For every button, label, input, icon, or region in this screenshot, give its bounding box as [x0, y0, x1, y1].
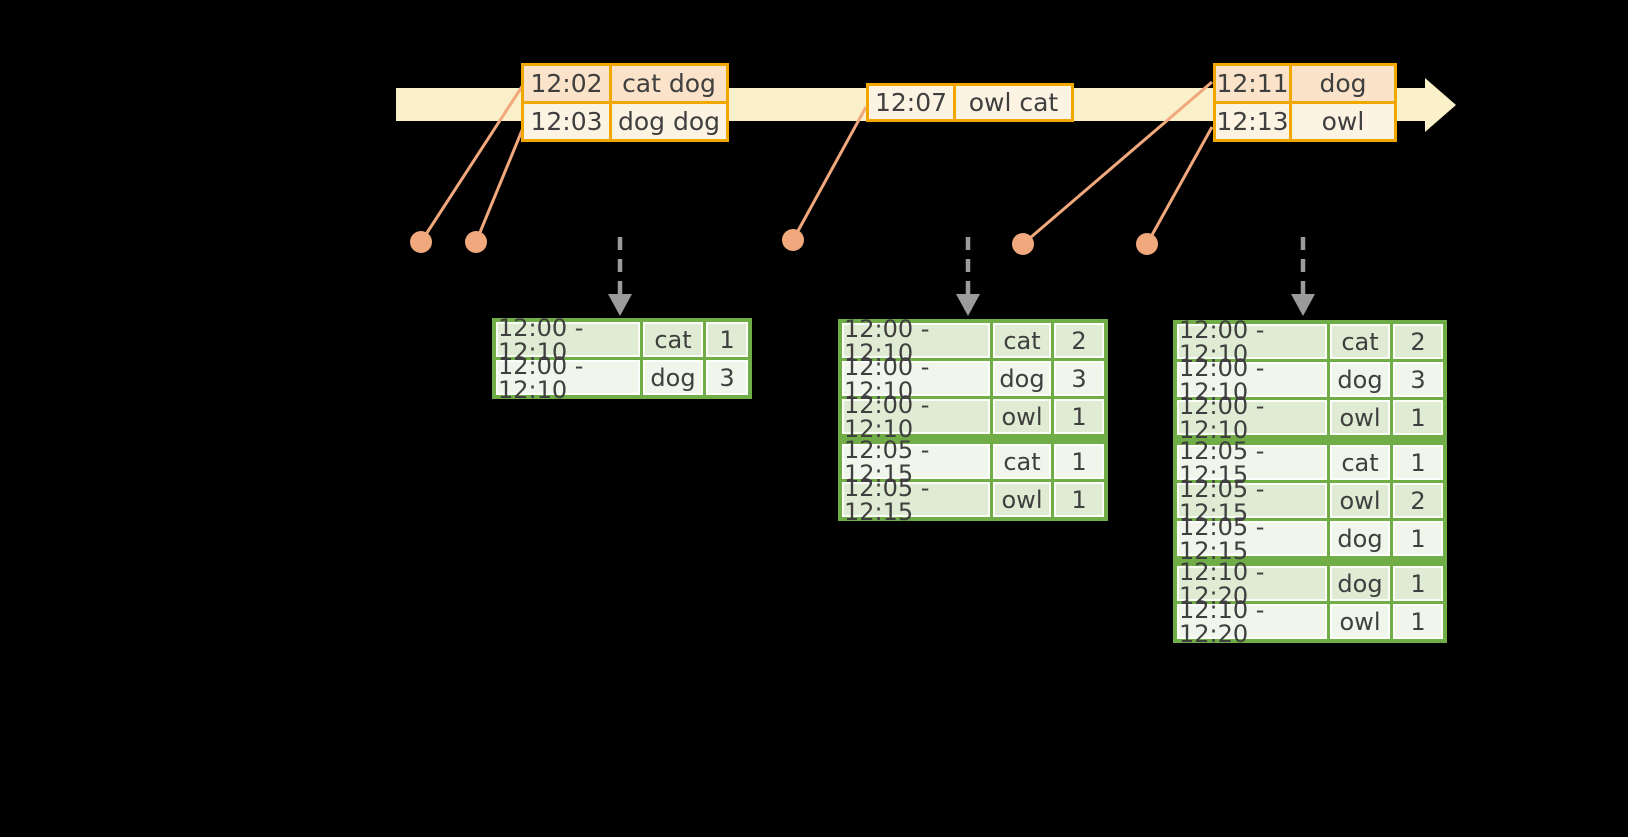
count-cell: 1 [1393, 566, 1443, 601]
result-row: 12:00 - 12:10 dog 3 [496, 354, 748, 402]
event-time-cell: 12:03 [524, 104, 609, 139]
word-cell: dog [1330, 566, 1390, 601]
count-cell: 3 [1054, 361, 1104, 396]
result-row: 12:00 - 12:10 cat 1 [496, 316, 748, 364]
event-table-2: 12:07 owl cat [866, 83, 1074, 122]
result-row: 12:05 - 12:15 owl 2 [1177, 477, 1443, 525]
word-cell: cat [643, 322, 703, 357]
count-cell: 1 [706, 322, 748, 357]
down-arrow-icon [1291, 294, 1315, 316]
word-cell: cat [1330, 445, 1390, 480]
window-cell: 12:05 - 12:15 [1177, 515, 1327, 563]
word-cell: dog [1330, 362, 1390, 397]
word-cell: dog [643, 360, 703, 395]
result-row: 12:00 - 12:10 dog 3 [1177, 356, 1443, 404]
window-cell: 12:00 - 12:10 [496, 354, 640, 402]
count-cell: 2 [1054, 323, 1104, 358]
window-cell: 12:10 - 12:20 [1177, 598, 1327, 646]
event-table-3: 12:11 dog 12:13 owl [1213, 63, 1397, 142]
down-arrow-icon [608, 294, 632, 316]
event-time-cell: 12:11 [1216, 66, 1289, 101]
word-cell: dog [1330, 521, 1390, 556]
event-row: 12:03 dog dog [524, 104, 726, 139]
window-cell: 12:00 - 12:10 [842, 355, 990, 403]
event-dot [782, 229, 804, 251]
event-time-cell: 12:07 [869, 86, 953, 119]
count-cell: 2 [1393, 483, 1443, 518]
word-cell: cat [993, 444, 1051, 479]
count-cell: 1 [1393, 521, 1443, 556]
timeline-arrowhead-icon [1425, 78, 1456, 132]
result-table-1: 12:00 - 12:10 cat 1 12:00 - 12:10 dog 3 [492, 316, 752, 402]
event-row: 12:13 owl [1216, 104, 1394, 139]
result-row: 12:00 - 12:10 owl 1 [842, 393, 1104, 441]
result-row: 12:00 - 12:10 owl 1 [1177, 394, 1443, 442]
event-dot [1012, 233, 1034, 255]
window-cell: 12:00 - 12:10 [1177, 394, 1327, 442]
window-cell: 12:05 - 12:15 [1177, 477, 1327, 525]
count-cell: 1 [1054, 444, 1104, 479]
event-words-cell: owl cat [956, 86, 1071, 119]
window-cell: 12:00 - 12:10 [1177, 318, 1327, 366]
result-table-2: 12:00 - 12:10 cat 2 12:00 - 12:10 dog 3 … [838, 317, 1108, 524]
event-table-1: 12:02 cat dog 12:03 dog dog [521, 63, 729, 142]
result-row: 12:00 - 12:10 cat 2 [1177, 318, 1443, 366]
result-table-3: 12:00 - 12:10 cat 2 12:00 - 12:10 dog 3 … [1173, 318, 1447, 646]
event-connector-line [791, 106, 868, 241]
window-cell: 12:00 - 12:10 [1177, 356, 1327, 404]
event-row: 12:11 dog [1216, 66, 1394, 101]
event-dot [1136, 233, 1158, 255]
word-cell: dog [993, 361, 1051, 396]
count-cell: 3 [1393, 362, 1443, 397]
event-words-cell: dog [1292, 66, 1394, 101]
event-words-cell: cat dog [612, 66, 726, 101]
event-words-cell: dog dog [612, 104, 726, 139]
count-cell: 1 [1393, 445, 1443, 480]
down-arrow-icon [956, 294, 980, 316]
window-cell: 12:00 - 12:10 [842, 393, 990, 441]
result-row: 12:05 - 12:15 owl 1 [842, 476, 1104, 524]
result-row: 12:05 - 12:15 dog 1 [1177, 515, 1443, 563]
event-row: 12:07 owl cat [869, 86, 1071, 119]
count-cell: 1 [1054, 482, 1104, 517]
word-cell: owl [1330, 483, 1390, 518]
event-words-cell: owl [1292, 104, 1394, 139]
event-connector-line [419, 84, 525, 243]
event-connector-line [474, 127, 525, 243]
event-time-cell: 12:02 [524, 66, 609, 101]
word-cell: owl [993, 399, 1051, 434]
count-cell: 1 [1393, 400, 1443, 435]
result-row: 12:00 - 12:10 dog 3 [842, 355, 1104, 403]
word-cell: cat [993, 323, 1051, 358]
word-cell: owl [1330, 604, 1390, 639]
window-cell: 12:05 - 12:15 [842, 476, 990, 524]
event-connector-line [1022, 80, 1213, 246]
event-time-cell: 12:13 [1216, 104, 1289, 139]
event-dot [465, 231, 487, 253]
count-cell: 1 [1393, 604, 1443, 639]
word-cell: cat [1330, 324, 1390, 359]
event-connector-line [1145, 126, 1214, 245]
result-row: 12:10 - 12:20 owl 1 [1177, 598, 1443, 646]
word-cell: owl [993, 482, 1051, 517]
event-dot [410, 231, 432, 253]
count-cell: 1 [1054, 399, 1104, 434]
window-cell: 12:10 - 12:20 [1177, 560, 1327, 608]
count-cell: 2 [1393, 324, 1443, 359]
word-cell: owl [1330, 400, 1390, 435]
event-row: 12:02 cat dog [524, 66, 726, 101]
result-row: 12:10 - 12:20 dog 1 [1177, 560, 1443, 608]
count-cell: 3 [706, 360, 748, 395]
